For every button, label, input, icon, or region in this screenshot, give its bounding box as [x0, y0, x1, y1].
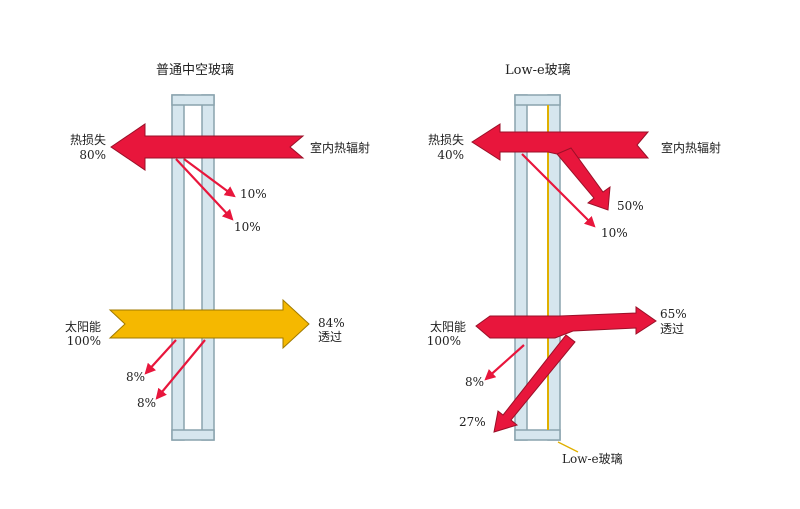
- right-panel: [471, 94, 657, 453]
- right-heat-loss-pct: 40%: [437, 148, 464, 162]
- right-solar-label: 太阳能: [429, 320, 466, 334]
- right-title: Low-e玻璃: [505, 63, 571, 78]
- right-transmit-pct: 65%: [660, 307, 687, 321]
- right-solar-reflect-small-line: [484, 344, 525, 381]
- left-title: 普通中空玻璃: [156, 63, 235, 78]
- left-transmit-pct: 84%: [318, 316, 345, 330]
- left-indoor-radiation-label: 室内热辐射: [310, 141, 371, 155]
- left-glass-unit: [171, 94, 215, 441]
- left-solar-reflect-line-1: [144, 339, 177, 375]
- right-reflect-small-line: [521, 153, 596, 228]
- left-reflect-2-label: 10%: [234, 220, 261, 234]
- right-indoor-radiation-label: 室内热辐射: [661, 141, 722, 155]
- right-solar-reflect-small-label: 8%: [465, 375, 485, 389]
- right-reflect-big-label: 50%: [617, 199, 644, 213]
- left-solar-reflect-line-2: [155, 339, 206, 400]
- left-heat-loss-arrow: [110, 123, 305, 171]
- right-solar-pct: 100%: [426, 334, 461, 348]
- right-solar-reflect-big-arrow: [493, 334, 576, 433]
- left-reflect-line-1: [183, 158, 236, 198]
- right-transmit-label: 透过: [660, 322, 685, 336]
- low-e-coating-label: Low-e玻璃: [562, 452, 623, 466]
- left-panel: [108, 94, 310, 441]
- left-solar-arrow: [108, 298, 310, 350]
- right-solar-arrow: [475, 306, 657, 339]
- left-heat-loss-label: 热损失: [69, 133, 106, 147]
- left-solar-reflect-1-label: 8%: [126, 370, 146, 384]
- left-reflect-1-label: 10%: [240, 187, 267, 201]
- right-reflect-big-arrow: [556, 147, 611, 211]
- left-solar-label: 太阳能: [64, 320, 101, 334]
- right-heat-loss-arrow: [471, 123, 650, 161]
- low-e-pointer-line: [557, 441, 579, 453]
- left-transmit-label: 透过: [318, 330, 343, 344]
- left-bottom-spacer: [171, 429, 215, 441]
- left-top-spacer: [171, 94, 215, 106]
- right-bottom-spacer: [514, 429, 561, 441]
- right-heat-loss-label: 热损失: [427, 133, 464, 147]
- right-solar-reflect-big-label: 27%: [459, 415, 486, 429]
- left-reflect-line-2: [175, 158, 234, 221]
- right-top-spacer: [514, 94, 561, 106]
- left-heat-loss-pct: 80%: [79, 148, 106, 162]
- left-solar-reflect-2-label: 8%: [137, 396, 157, 410]
- right-reflect-small-label: 10%: [601, 226, 628, 240]
- left-solar-pct: 100%: [66, 334, 101, 348]
